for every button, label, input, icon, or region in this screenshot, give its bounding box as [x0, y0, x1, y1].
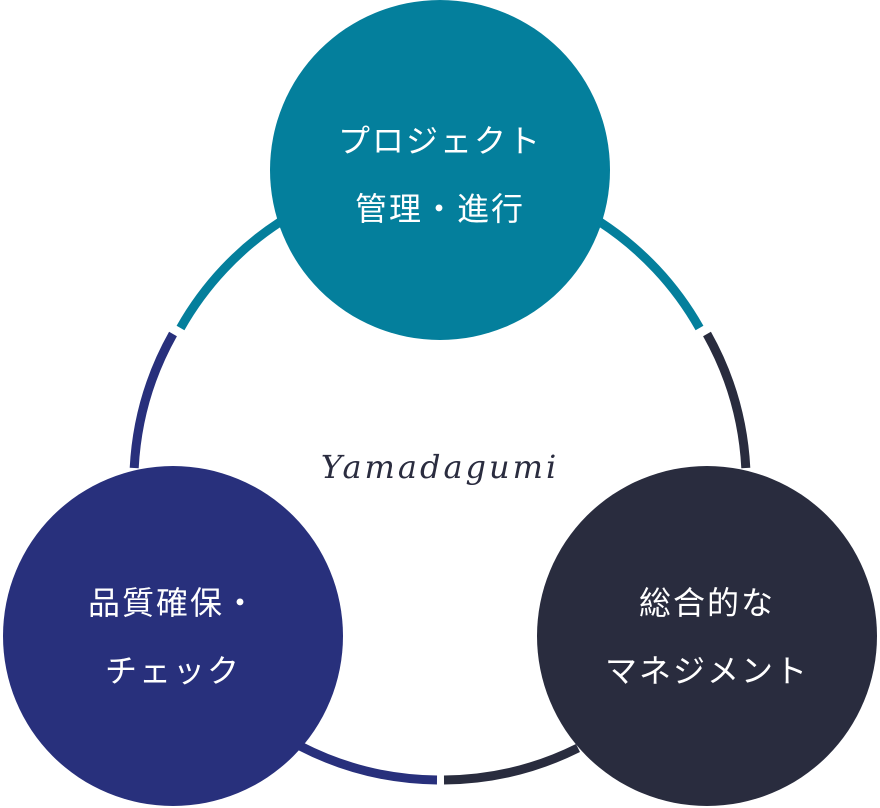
ring-arc-left [129, 331, 177, 469]
node-quality-check: 品質確保・ チェック [3, 466, 343, 806]
ring-arc-bottom-left [297, 741, 438, 785]
node-label-line2: 管理・進行 [355, 190, 525, 228]
ring-arc-right [703, 331, 751, 469]
node-circle [3, 466, 343, 806]
node-overall-management: 総合的な マネジメント [537, 466, 877, 806]
node-circle [537, 466, 877, 806]
node-label-line1: 総合的な [639, 584, 775, 622]
node-label-line1: プロジェクト [338, 122, 542, 160]
center-label: Yamadagumi [321, 448, 559, 486]
node-label-line2: チェック [105, 652, 241, 690]
ring-arc-top-right [597, 218, 704, 331]
node-circle [270, 0, 610, 340]
node-label-line1: 品質確保・ [88, 584, 258, 622]
ring-arc-top-left [176, 218, 283, 331]
ring-arc-bottom-right [443, 743, 581, 785]
node-project-management: プロジェクト 管理・進行 [270, 0, 610, 340]
node-label-line2: マネジメント [605, 652, 809, 690]
